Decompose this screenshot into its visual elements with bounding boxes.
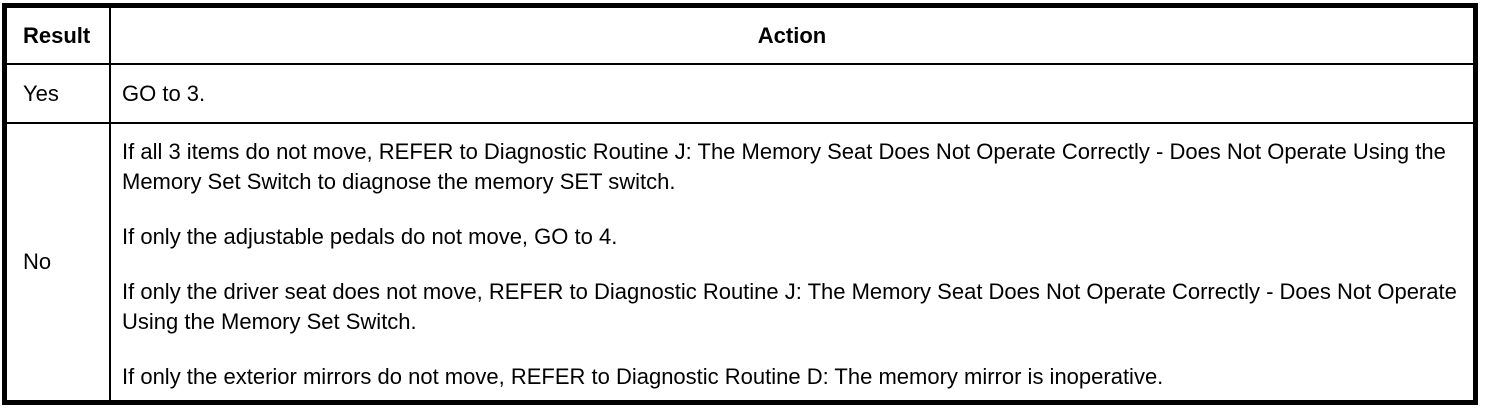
action-paragraph: If only the exterior mirrors do not move… [122,364,1164,389]
action-paragraph: If all 3 items do not move, REFER to Dia… [122,139,1446,194]
result-value: No [23,249,52,274]
action-column-header: Action [111,8,1473,65]
action-paragraph: If only the adjustable pedals do not mov… [122,224,618,249]
action-paragraph: GO to 3. [122,80,206,106]
table-row-no-action-cell: If all 3 items do not move, REFER to Dia… [111,124,1473,400]
table-row-yes-action-cell: GO to 3. [111,65,1473,124]
result-column-header-label: Result [23,22,91,48]
action-paragraph: If only the driver seat does not move, R… [122,279,1457,334]
result-column-header: Result [7,8,111,65]
result-value: Yes [23,80,59,106]
action-column-header-label: Action [757,22,827,48]
table-row-yes-result-cell: Yes [7,65,111,124]
table-row-no-result-cell: No [7,124,111,400]
diagnostic-result-action-table: Result Action Yes GO to 3. No If all 3 i… [2,3,1478,405]
